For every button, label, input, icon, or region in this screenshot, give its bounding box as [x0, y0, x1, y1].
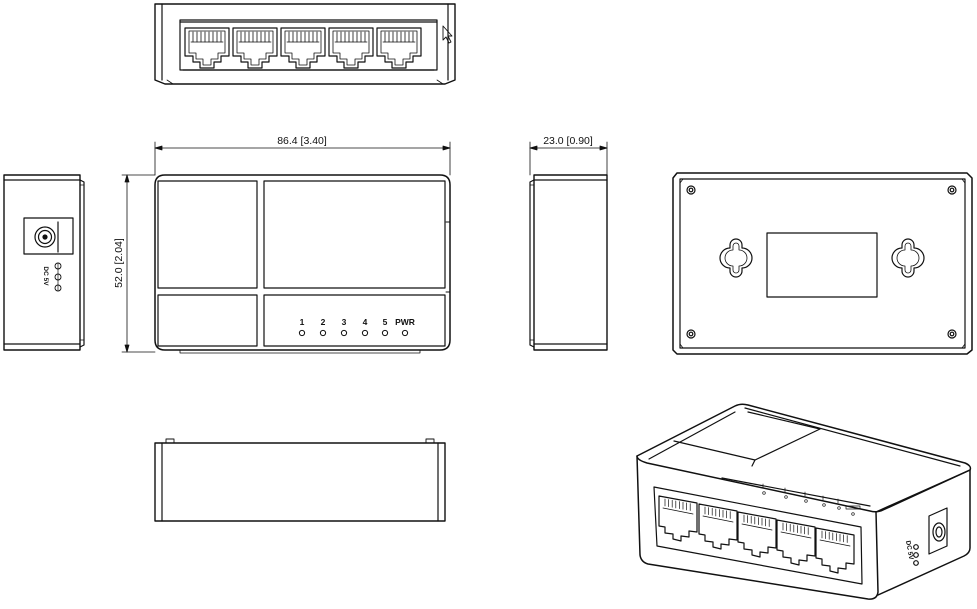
- iso-rj45-port-icon: [776, 519, 816, 566]
- led-label-5: 5: [383, 317, 388, 327]
- led-indicator-icon: [401, 329, 409, 337]
- depth-dimension: [529, 141, 608, 176]
- led-indicator-icon: [319, 329, 327, 337]
- led-label-1: 1: [300, 317, 305, 327]
- bottom-view: [672, 172, 973, 355]
- top-view: 1 2 3 4 5 PWR: [154, 174, 451, 354]
- led-label-pwr: PWR: [395, 317, 415, 327]
- back-view: [154, 438, 446, 522]
- left-side-view: DC 5V: [3, 174, 85, 351]
- iso-rj45-port-icon: [815, 527, 855, 574]
- iso-rj45-port-icon: [737, 511, 777, 558]
- led-indicator-icon: [298, 329, 306, 337]
- rj45-port-icon: [376, 27, 422, 69]
- rj45-port-icon: [328, 27, 374, 69]
- rj45-port-icon: [280, 27, 326, 69]
- width-dimension: [154, 141, 451, 176]
- led-row: 1 2 3 4 5 PWR: [298, 317, 415, 337]
- iso-rj45-port-icon: [658, 495, 698, 542]
- right-side-view: [529, 174, 608, 351]
- led-indicator-icon: [361, 329, 369, 337]
- iso-led-row: [762, 483, 861, 516]
- mounting-keyhole-icon: [719, 238, 925, 278]
- iso-rj45-port-icon: [698, 503, 738, 550]
- led-label-3: 3: [342, 317, 347, 327]
- screw-hole-icon: [686, 185, 957, 339]
- front-port-view: [154, 3, 456, 85]
- led-indicator-icon: [381, 329, 389, 337]
- iso-dc-power-label: DC 5V: [904, 540, 914, 561]
- label-area: [766, 232, 878, 298]
- iso-dc-jack-icon: [913, 507, 948, 566]
- isometric-view: DC 5V: [636, 403, 972, 600]
- cursor-icon: [442, 25, 453, 44]
- dc-polarity-icon: [54, 262, 62, 292]
- led-label-4: 4: [363, 317, 368, 327]
- dc-jack-icon: [34, 221, 59, 253]
- led-label-2: 2: [321, 317, 326, 327]
- height-dimension: [121, 174, 156, 353]
- dc-power-label: DC 5V: [42, 266, 49, 286]
- depth-dimension-label: 23.0 [0.90]: [543, 135, 593, 147]
- rj45-port-icon: [184, 27, 230, 69]
- width-dimension-label: 86.4 [3.40]: [277, 135, 327, 147]
- rj45-port-icon: [232, 27, 278, 69]
- port-row: [184, 27, 422, 69]
- iso-port-row: [658, 495, 855, 574]
- height-dimension-label: 52.0 [2.04]: [113, 238, 125, 288]
- led-indicator-icon: [340, 329, 348, 337]
